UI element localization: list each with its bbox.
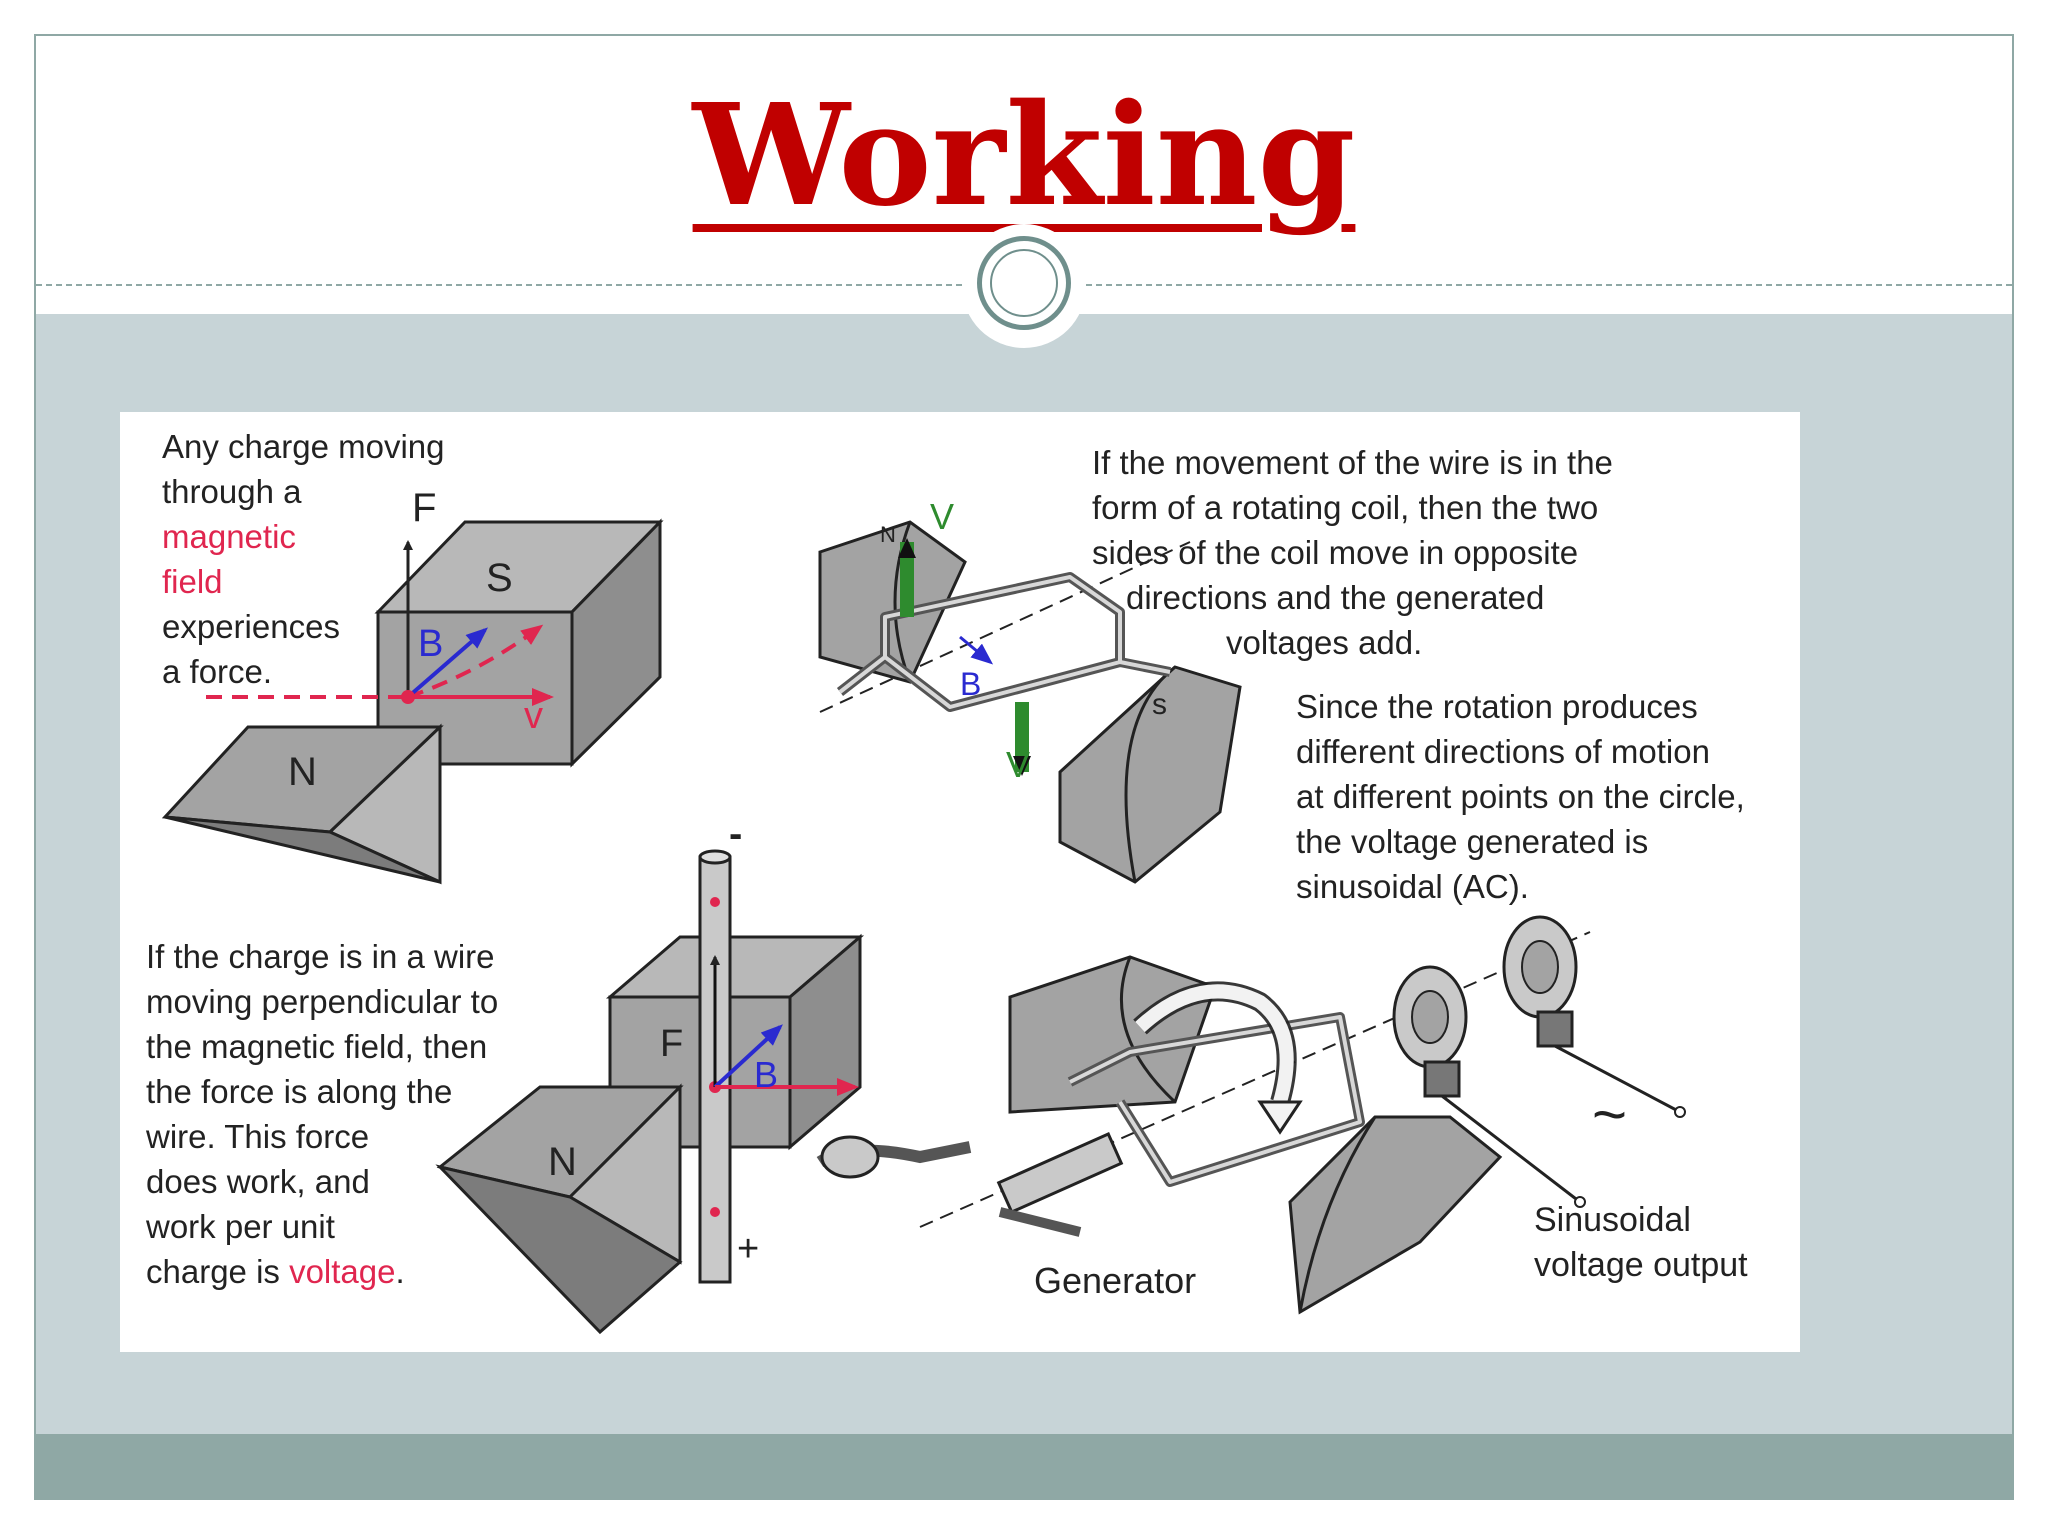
- footer-bar: [36, 1434, 2012, 1498]
- charge-text-block: Any charge moving through a magnetic fie…: [162, 424, 444, 694]
- coil-text-block: If the movement of the wire is in the fo…: [1092, 440, 1613, 665]
- panel-wire-in-field: [435, 849, 865, 1335]
- rotation-arrow-fill: [1135, 984, 1294, 1104]
- wire-b-arrow: [713, 1024, 783, 1089]
- sinusoidal-text-line: different directions of motion: [1296, 733, 1710, 770]
- generator-label: Generator: [1034, 1260, 1197, 1301]
- coil-text-line: form of a rotating coil, then the two: [1092, 489, 1599, 526]
- n-magnet-bottom: [164, 815, 441, 884]
- sinusoidal-text-line: sinusoidal (AC).: [1296, 868, 1529, 905]
- coil-text-line: If the movement of the wire is in the: [1092, 444, 1613, 481]
- wire-text-block: If the charge is in a wire moving perpen…: [146, 934, 498, 1294]
- label-b: B: [418, 623, 444, 665]
- charge-text-field: field: [162, 563, 223, 600]
- generator-s-magnet: [1288, 1115, 1503, 1315]
- generator-diagram: Any charge moving through a magnetic fie…: [120, 412, 1800, 1352]
- wire-n-magnet-bottom: [435, 1164, 683, 1335]
- slip-ring-2-inner: [1521, 940, 1559, 994]
- output-label: Sinusoidal voltage output: [1534, 1198, 1748, 1288]
- generator-n-magnet: [1008, 955, 1217, 1114]
- label-v-up: V: [930, 496, 955, 537]
- label-minus: -: [729, 812, 743, 856]
- label-s: S: [486, 556, 513, 600]
- wire-text-line: wire. This force: [146, 1118, 370, 1155]
- wire-rod-top: [698, 849, 732, 865]
- wire-text-voltage: voltage: [289, 1253, 396, 1290]
- panel-charge-in-field: [161, 518, 664, 885]
- slide-title: Working: [692, 74, 1356, 238]
- charge-text-line: through a: [162, 473, 302, 510]
- rotation-arrowhead: [1257, 1100, 1303, 1135]
- label-coil-b: B: [960, 666, 982, 702]
- b-field-arrow: [406, 627, 489, 699]
- crank-knob: [820, 1135, 880, 1179]
- coil-s-magnet: [1058, 665, 1242, 884]
- sinusoidal-text-block: Since the rotation produces different di…: [1296, 684, 1745, 909]
- brush-2: [1536, 1010, 1574, 1048]
- output-terminal-1: [1574, 1196, 1586, 1208]
- wire-text-line: work per unit: [146, 1208, 335, 1245]
- brush-1: [1423, 1060, 1461, 1098]
- wire-text-line: does work, and: [146, 1163, 370, 1200]
- charge-text-line: Any charge moving: [162, 428, 445, 465]
- output-terminal-2: [1674, 1106, 1686, 1118]
- wire-charge-dot-top: [710, 897, 720, 907]
- divider-circle-inner: [990, 249, 1058, 317]
- label-wire-b: B: [754, 1054, 779, 1095]
- coil-text-line: directions and the generated: [1126, 579, 1545, 616]
- divider-circle-ornament: [977, 236, 1071, 330]
- generator-s-pole-face: [1298, 1116, 1377, 1313]
- coil-text-line: sides of the coil move in opposite: [1092, 534, 1579, 571]
- output-lead-1: [1441, 1094, 1581, 1204]
- label-v: v: [524, 695, 543, 737]
- charge-dot: [401, 690, 415, 704]
- wire-text-period: .: [395, 1253, 405, 1290]
- coil-text-line: voltages add.: [1226, 624, 1423, 661]
- label-wire-f: F: [660, 1023, 684, 1065]
- wire-text-line: moving perpendicular to: [146, 983, 499, 1020]
- wire-text-line: the force is along the: [146, 1073, 453, 1110]
- crank-shaft: [996, 1131, 1124, 1215]
- wire-text-line: If the charge is in a wire: [146, 938, 495, 975]
- sinusoidal-text-line: the voltage generated is: [1296, 823, 1649, 860]
- wire-charge-dot-bottom: [710, 1207, 720, 1217]
- panel-generator: [816, 915, 1686, 1315]
- label-f: F: [412, 486, 437, 530]
- slide: Working: [34, 34, 2014, 1500]
- wire-text-line-last: charge is voltage.: [146, 1249, 498, 1294]
- wire-text-charge: charge is: [146, 1253, 290, 1290]
- slip-ring-1-inner: [1411, 990, 1449, 1044]
- sinusoidal-text-line: Since the rotation produces: [1296, 688, 1698, 725]
- diagram-graphics: [161, 518, 1686, 1335]
- charge-text-line: a force.: [162, 653, 273, 690]
- coil-b-arrow: [959, 635, 994, 665]
- label-n: N: [288, 750, 317, 794]
- output-label-line2: voltage output: [1534, 1246, 1748, 1284]
- coil-axis: [819, 541, 1191, 713]
- sinusoidal-text-line: at different points on the circle,: [1296, 778, 1745, 815]
- label-v-down: V: [1006, 744, 1031, 785]
- output-lead-2: [1554, 1044, 1681, 1114]
- ac-wave-symbol: ~: [1592, 1081, 1628, 1148]
- charge-text-magnetic: magnetic: [162, 518, 296, 555]
- generator-coil-inner: [1069, 1015, 1362, 1184]
- label-wire-n: N: [548, 1140, 577, 1184]
- wire-rod: [698, 855, 732, 1284]
- output-label-line1: Sinusoidal: [1534, 1201, 1691, 1239]
- wire-text-line: the magnetic field, then: [146, 1028, 488, 1065]
- generator-n-pole-face: [1119, 956, 1177, 1104]
- deflected-path-dashed: [407, 624, 544, 699]
- label-plus: +: [737, 1228, 760, 1270]
- crank-arm: [998, 1207, 1082, 1237]
- coil-loop-inner: [838, 575, 1171, 709]
- charge-text-line: experiences: [162, 608, 340, 645]
- label-coil-n: N: [880, 522, 896, 547]
- coil-s-pole-face: [1124, 665, 1176, 883]
- label-coil-s: s: [1152, 688, 1167, 721]
- panel-rotating-coil: [818, 520, 1242, 884]
- coil-n-magnet: [818, 520, 967, 684]
- s-magnet-side: [570, 518, 662, 768]
